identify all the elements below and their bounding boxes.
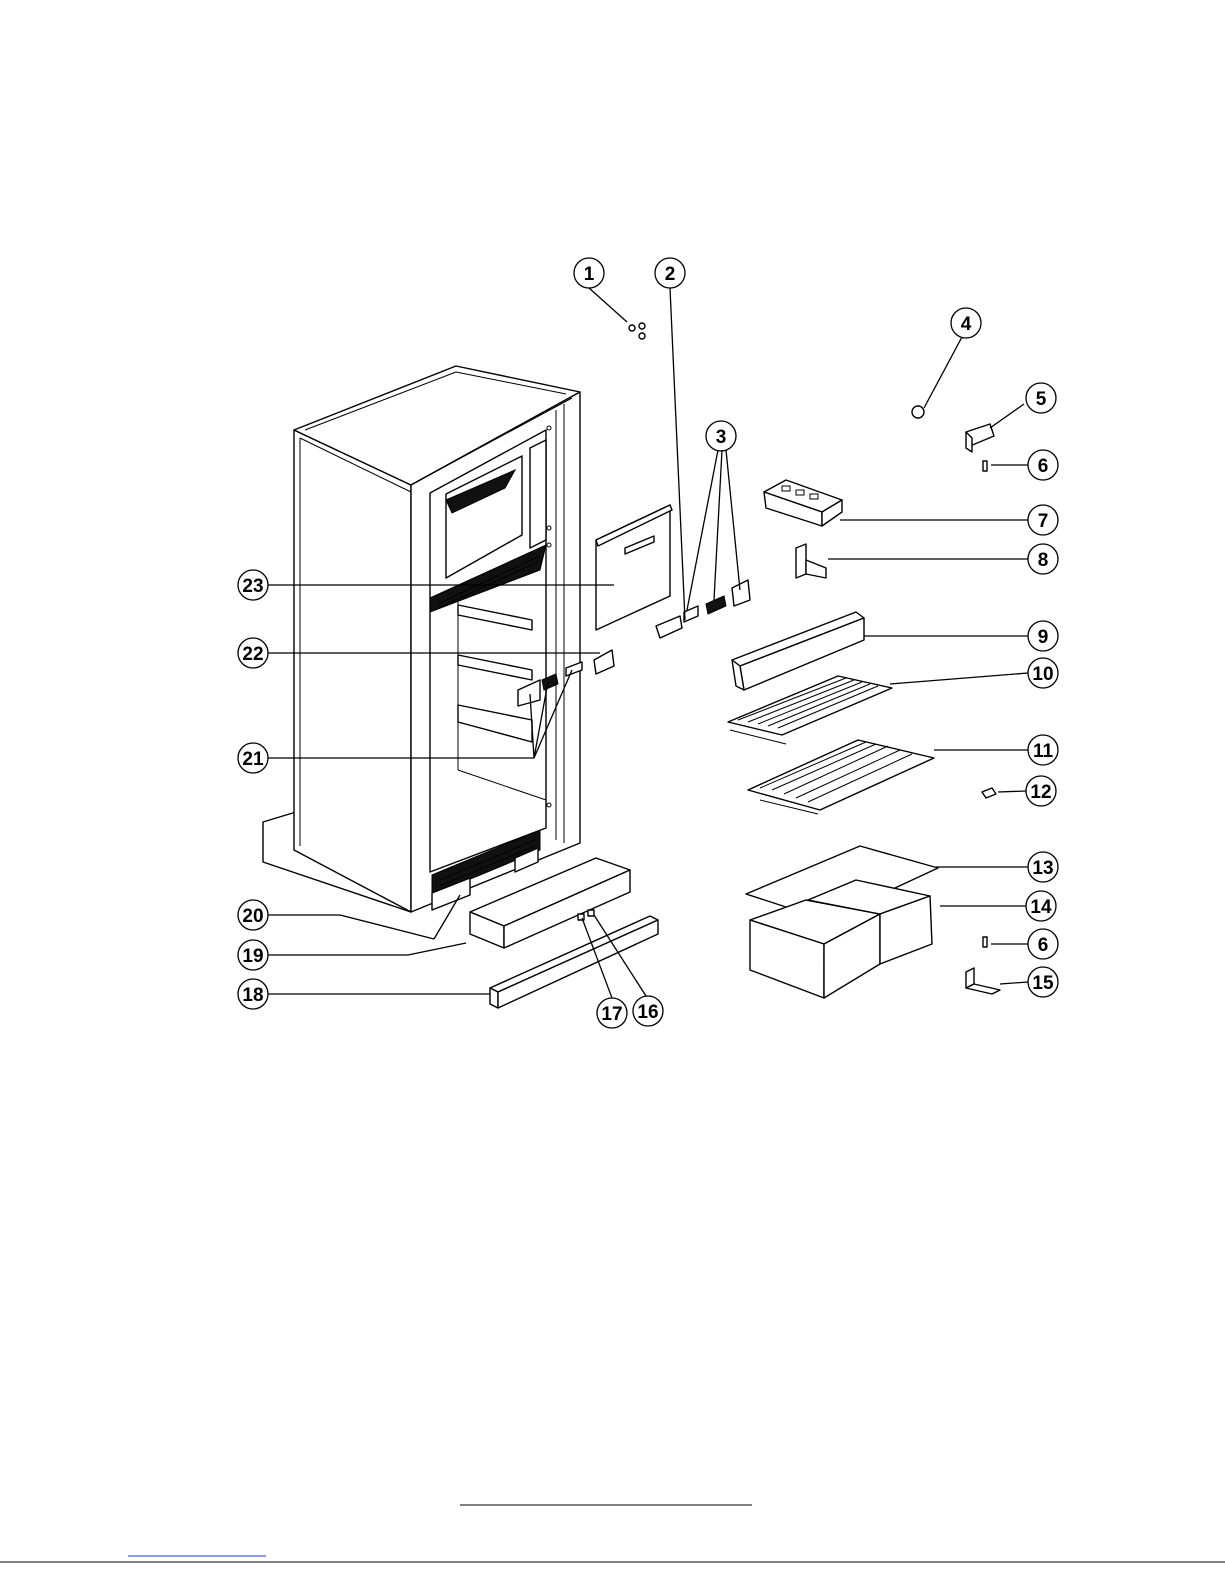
svg-text:15: 15: [1032, 973, 1054, 994]
crisper-assembly: [746, 846, 938, 998]
svg-text:17: 17: [601, 1004, 622, 1025]
bracket-8: [796, 544, 826, 578]
callout-11: 11: [1028, 735, 1058, 765]
svg-text:6: 6: [1038, 456, 1049, 477]
callout-9: 9: [1028, 621, 1058, 651]
svg-text:1: 1: [584, 264, 595, 285]
callout-3: 3: [706, 421, 736, 451]
freezer-flap: [596, 505, 672, 630]
callout-22: 22: [238, 638, 268, 668]
callout-20: 20: [238, 900, 268, 930]
svg-text:2: 2: [665, 264, 676, 285]
svg-text:4: 4: [961, 314, 972, 335]
ice-tray: [764, 480, 842, 526]
svg-text:21: 21: [242, 749, 264, 770]
shelf-11: [748, 740, 934, 814]
svg-text:11: 11: [1033, 741, 1054, 762]
callout-5: 5: [1026, 383, 1056, 413]
svg-text:7: 7: [1038, 511, 1049, 532]
svg-text:23: 23: [242, 576, 263, 597]
callout-12: 12: [1026, 776, 1056, 806]
callout-6-top: 6: [1028, 450, 1058, 480]
callout-15: 15: [1028, 967, 1058, 997]
callout-8: 8: [1028, 544, 1058, 574]
svg-text:13: 13: [1032, 858, 1053, 879]
cabinet: [263, 366, 580, 912]
callout-16: 16: [633, 996, 663, 1026]
callout-19: 19: [238, 940, 268, 970]
callout-10: 10: [1028, 658, 1058, 688]
svg-text:14: 14: [1030, 897, 1052, 918]
clip-12: [982, 788, 996, 798]
callout-1: 1: [574, 258, 604, 288]
bottom-parts: [470, 858, 658, 1008]
callout-21: 21: [238, 743, 268, 773]
svg-text:16: 16: [637, 1002, 658, 1023]
bracket-15: [966, 968, 1000, 994]
svg-text:3: 3: [716, 427, 727, 448]
callout-4: 4: [951, 308, 981, 338]
svg-text:19: 19: [242, 946, 263, 967]
svg-text:22: 22: [242, 644, 263, 665]
svg-text:12: 12: [1030, 782, 1051, 803]
svg-text:10: 10: [1032, 664, 1053, 685]
callout-6-bottom: 6: [1028, 929, 1058, 959]
svg-text:18: 18: [242, 985, 263, 1006]
callout-2: 2: [655, 258, 685, 288]
svg-text:6: 6: [1038, 935, 1049, 956]
callout-17: 17: [597, 998, 627, 1028]
svg-text:9: 9: [1038, 627, 1049, 648]
callout-13: 13: [1028, 852, 1058, 882]
svg-text:8: 8: [1038, 550, 1049, 571]
callout-23: 23: [238, 570, 268, 600]
svg-text:5: 5: [1036, 389, 1047, 410]
callout-18: 18: [238, 979, 268, 1009]
svg-text:20: 20: [242, 906, 263, 927]
callout-7: 7: [1028, 505, 1058, 535]
callout-14: 14: [1026, 891, 1056, 921]
